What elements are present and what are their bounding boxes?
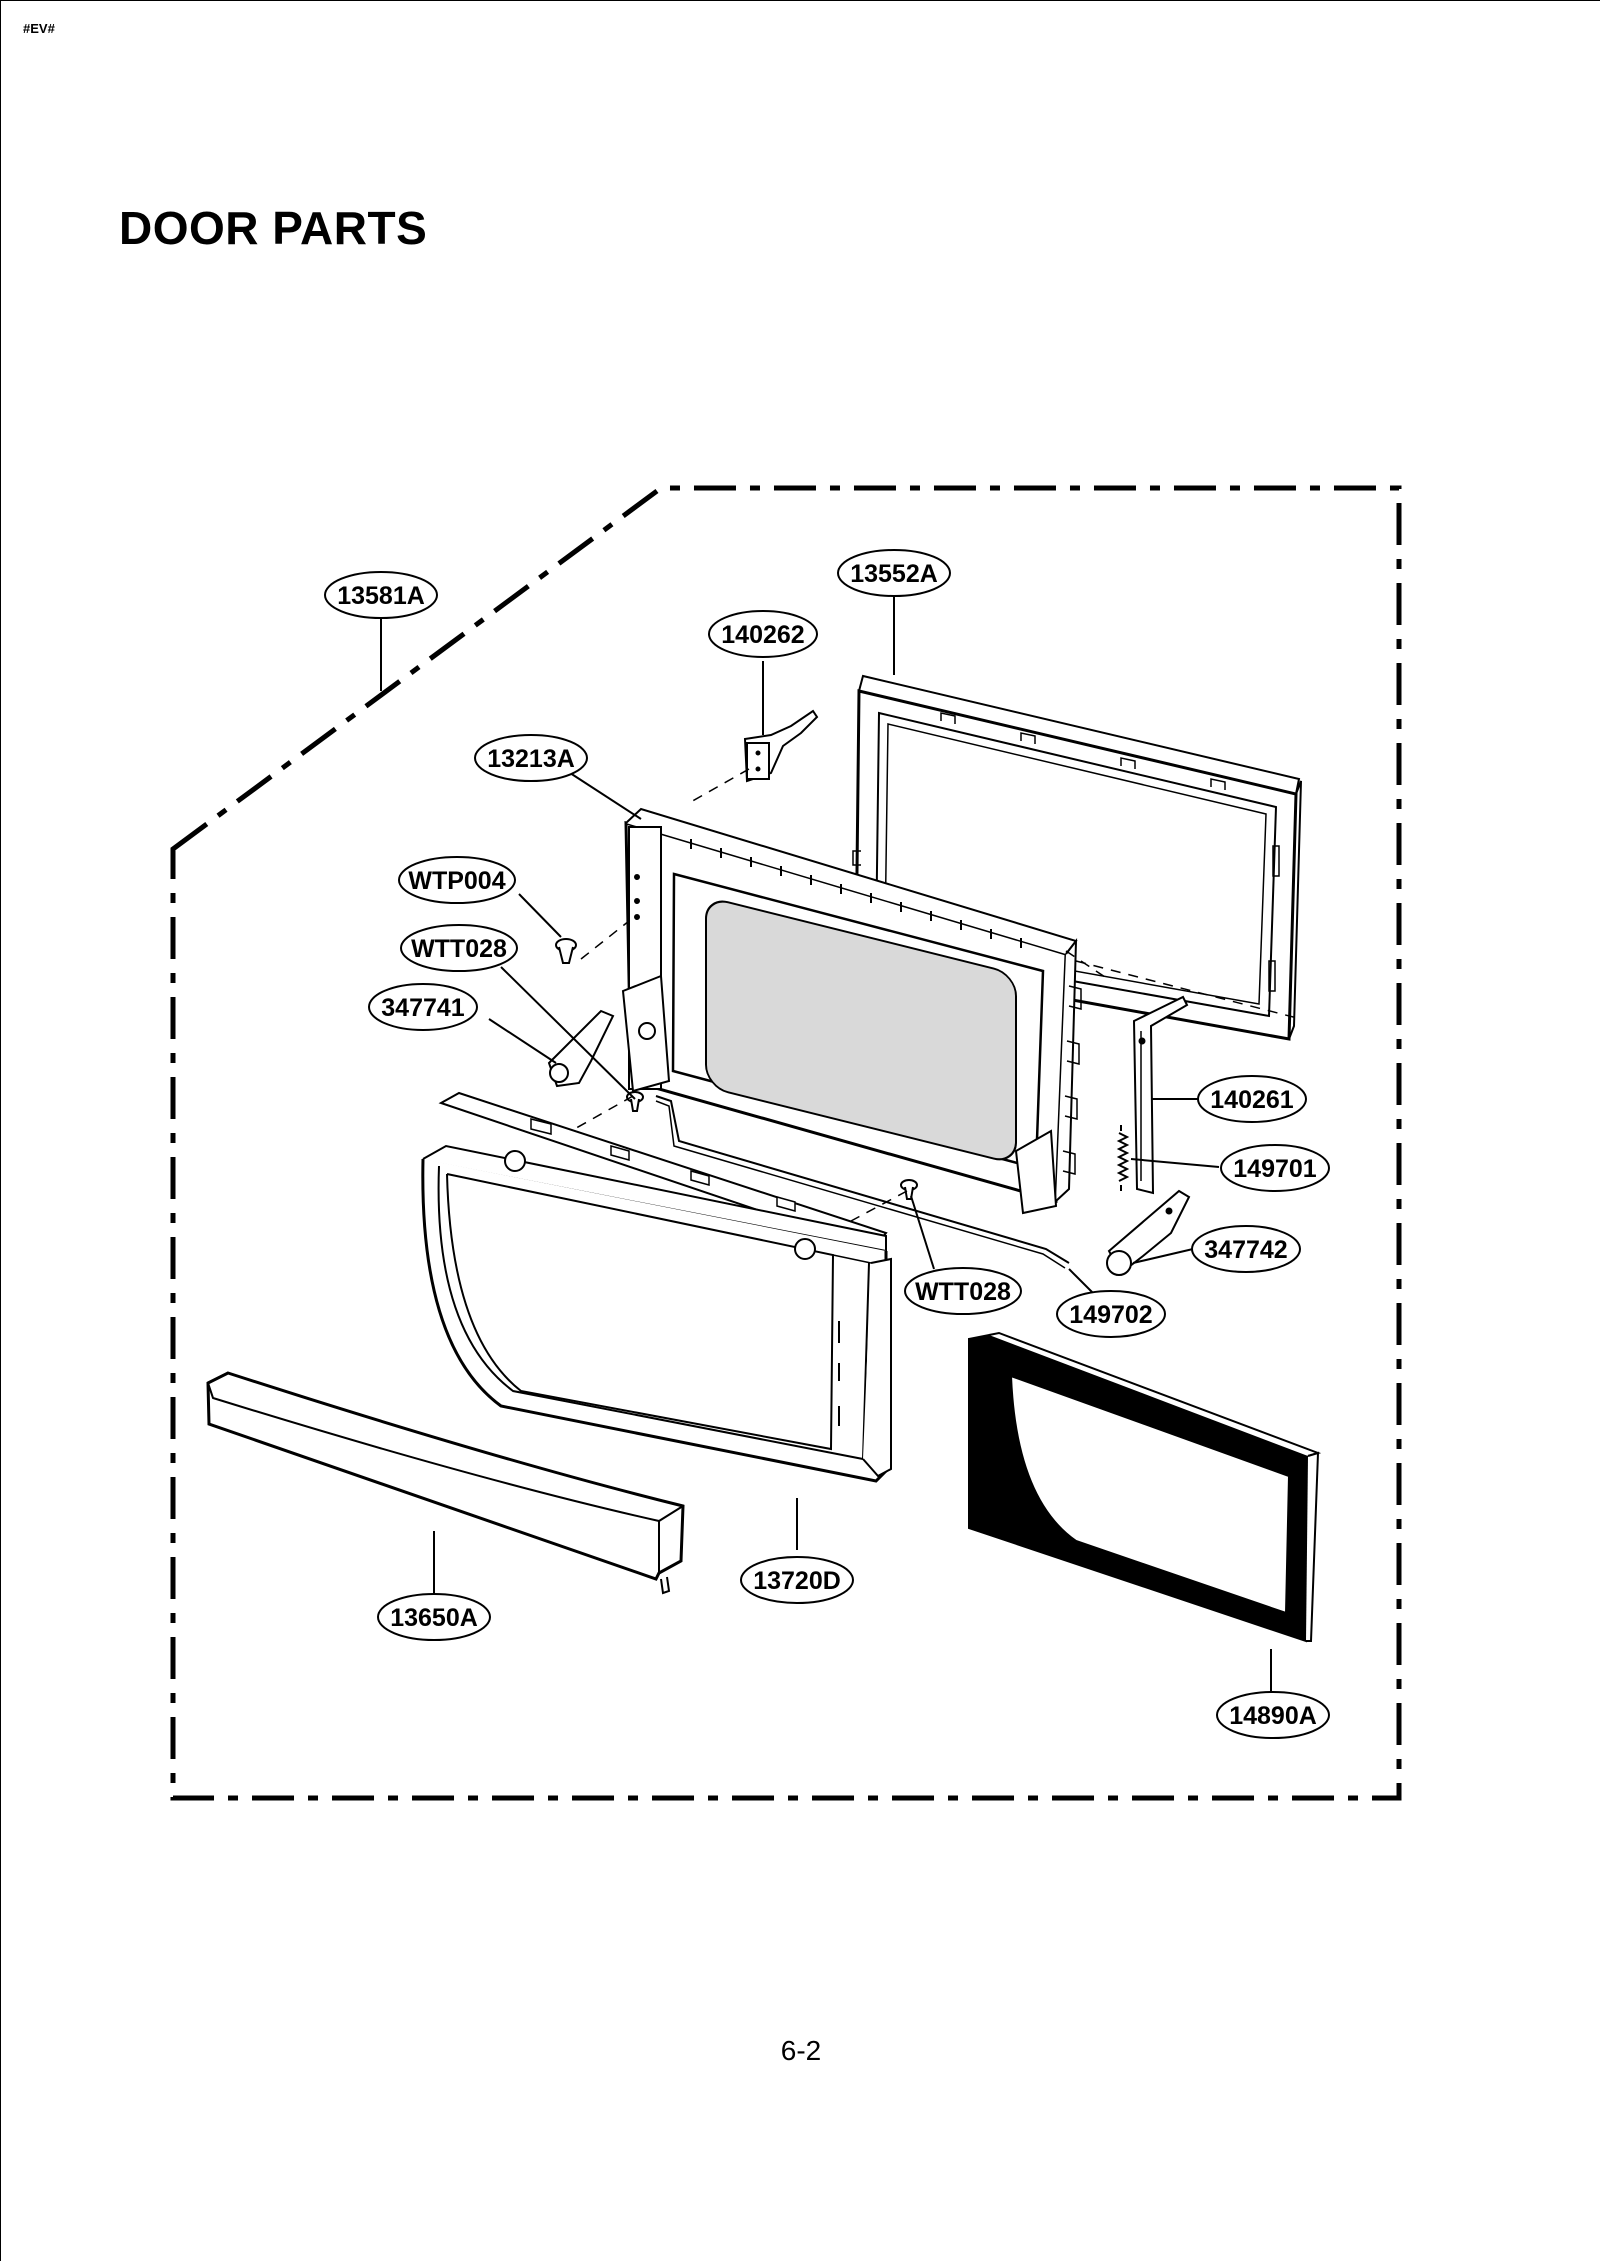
svg-text:13552A: 13552A	[850, 560, 938, 588]
callout-14890A: 14890A	[1216, 1691, 1330, 1739]
alignment-lines	[570, 768, 1302, 1222]
callout-347741: 347741	[368, 983, 478, 1031]
callout-13581A: 13581A	[324, 571, 438, 619]
callout-13720D: 13720D	[740, 1556, 854, 1604]
callout-347742: 347742	[1191, 1225, 1301, 1273]
callout-149701: 149701	[1220, 1144, 1330, 1192]
part-door-front-13720D	[421, 1091, 892, 1483]
callout-WTT028-lower: WTT028	[904, 1267, 1022, 1315]
svg-text:WTP004: WTP004	[408, 867, 505, 895]
svg-text:13581A: 13581A	[337, 582, 425, 610]
page-title: DOOR PARTS	[119, 202, 428, 254]
svg-text:13720D: 13720D	[753, 1567, 841, 1595]
svg-text:14890A: 14890A	[1229, 1702, 1317, 1730]
part-latch-347742	[1106, 1189, 1191, 1276]
callout-13552A: 13552A	[837, 549, 951, 597]
svg-text:13213A: 13213A	[487, 745, 575, 773]
document-code: #EV#	[23, 21, 55, 36]
svg-text:347742: 347742	[1204, 1236, 1287, 1264]
callouts: 13581A 13552A 140262 13213A WTP004 WTT02…	[324, 549, 1330, 1739]
svg-text:WTT028: WTT028	[411, 935, 507, 963]
callout-13650A: 13650A	[377, 1593, 491, 1641]
callout-149702: 149702	[1056, 1290, 1166, 1338]
svg-text:149702: 149702	[1069, 1301, 1152, 1329]
part-spring-149701	[1116, 1125, 1130, 1191]
svg-text:WTT028: WTT028	[915, 1278, 1011, 1306]
part-hinge-top	[743, 709, 819, 783]
part-screw-wtp004	[555, 938, 577, 964]
part-screw-wtt028-b	[900, 1179, 918, 1200]
svg-text:140262: 140262	[721, 621, 804, 649]
page-number: 6-2	[780, 2035, 822, 2066]
part-screw-wtt028-a	[626, 1091, 644, 1112]
svg-text:149701: 149701	[1233, 1155, 1317, 1183]
part-door-handle-13650A	[206, 1371, 685, 1595]
leader-lines	[380, 591, 1272, 1711]
callout-WTP004: WTP004	[398, 856, 516, 904]
assembly-boundary	[170, 485, 1402, 1801]
callout-140261: 140261	[1197, 1075, 1307, 1123]
svg-text:347741: 347741	[381, 994, 465, 1022]
callout-13213A: 13213A	[474, 734, 588, 782]
svg-text:140261: 140261	[1210, 1086, 1294, 1114]
part-glass-panel-14890A	[968, 1331, 1322, 1643]
callout-140262: 140262	[708, 610, 818, 658]
callout-WTT028-upper: WTT028	[400, 924, 518, 972]
part-rod-149702	[655, 1095, 1070, 1269]
part-inner-door-panel	[621, 807, 1082, 1215]
svg-text:13650A: 13650A	[390, 1604, 478, 1632]
part-latch-347741	[547, 1009, 615, 1088]
part-latch-arm-140261	[1132, 995, 1189, 1195]
